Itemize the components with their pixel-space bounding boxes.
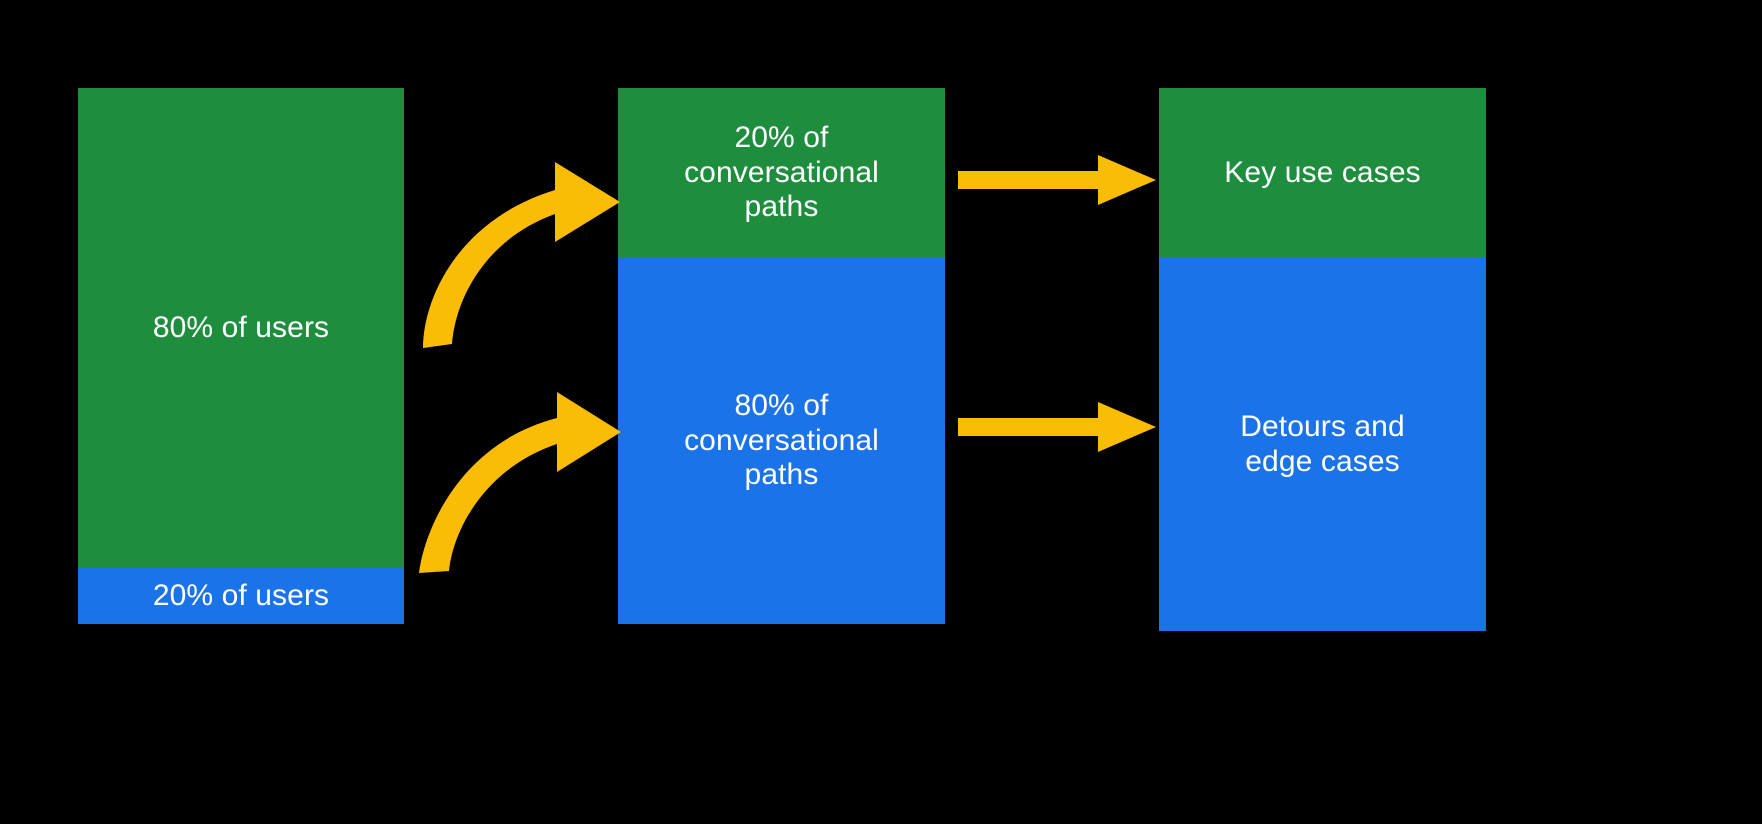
segment-label: Detours and edge cases	[1240, 409, 1405, 478]
segment-label: 20% of conversational paths	[684, 120, 879, 224]
segment-80-percent-users: 80% of users	[78, 88, 404, 568]
users-column: 80% of users 20% of users	[78, 88, 404, 624]
segment-label: 80% of conversational paths	[684, 388, 879, 492]
straight-arrow-icon-bottom	[958, 402, 1156, 452]
segment-label: Key use cases	[1224, 155, 1421, 189]
segment-detours-edge-cases: Detours and edge cases	[1159, 258, 1486, 631]
segment-label: 80% of users	[152, 310, 330, 344]
outcomes-column: Key use cases Detours and edge cases	[1159, 88, 1486, 631]
segment-label: 20% of users	[152, 578, 330, 612]
segment-20-percent-paths: 20% of conversational paths	[618, 88, 945, 258]
segment-20-percent-users: 20% of users	[78, 568, 404, 624]
conversational-paths-column: 20% of conversational paths 80% of conve…	[618, 88, 945, 624]
segment-key-use-cases: Key use cases	[1159, 88, 1486, 258]
straight-arrow-icon-top	[958, 155, 1156, 205]
segment-80-percent-paths: 80% of conversational paths	[618, 258, 945, 624]
